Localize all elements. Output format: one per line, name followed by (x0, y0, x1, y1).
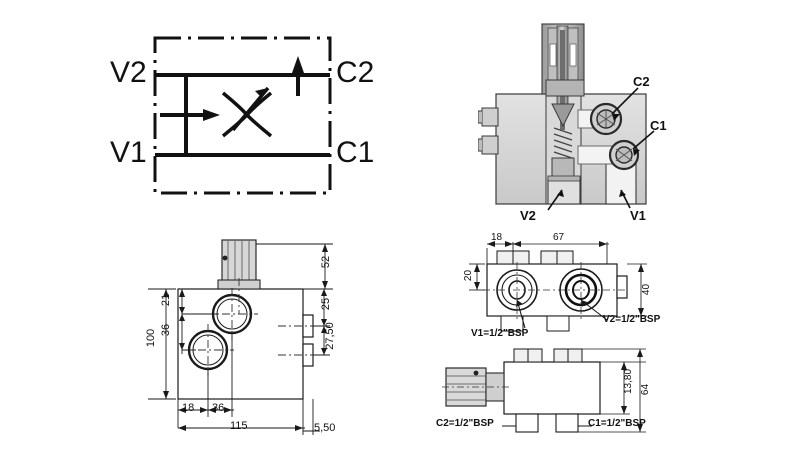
front-centrelines (182, 278, 314, 376)
side-fittings-top (513, 348, 583, 363)
top-centrelines (483, 262, 627, 320)
side-port-stubs (515, 413, 579, 433)
front-dim-21: 21 (160, 293, 173, 307)
front-dim-2750: 27,50 (323, 322, 336, 350)
front-dim-18: 18 (182, 402, 195, 414)
front-dim-115: 115 (230, 420, 248, 432)
side-dim-arrows (621, 349, 643, 432)
section-label-c1: C1 (650, 118, 667, 133)
top-dim-20: 20 (463, 269, 475, 282)
top-view: 18 67 20 40 V1=1/2"BSP V2=1/2"BSP (455, 228, 680, 346)
front-dim-550: 5,50 (314, 422, 336, 434)
front-dim-52: 52 (320, 255, 333, 269)
top-port-v2 (559, 268, 603, 312)
symbol-enclosure (153, 36, 332, 195)
adjust-arrow-head (255, 88, 268, 98)
top-fittings-lower (500, 315, 570, 332)
side-label-c1-bsp: C1=1/2"BSP (588, 418, 646, 429)
cross-section-view: C2 C1 V2 V1 (478, 18, 693, 233)
front-dim-100: 100 (145, 328, 158, 348)
symbol-label-v2: V2 (110, 56, 147, 89)
section-label-v1: V1 (630, 208, 646, 223)
top-dim-67: 67 (553, 232, 565, 243)
top-dim-40: 40 (641, 283, 653, 296)
top-dim-arrows (474, 241, 644, 316)
side-dim-1380: 13,80 (623, 368, 635, 395)
leader-arrowheads (557, 114, 640, 197)
top-label-v1-bsp: V1=1/2"BSP (471, 328, 529, 339)
symbol-label-c1: C1 (336, 136, 375, 169)
side-bosses (478, 107, 499, 155)
adjuster-stem (541, 23, 585, 181)
front-dim-36a: 36 (160, 323, 173, 337)
side-body-outline (503, 361, 601, 415)
front-dim-arrows (163, 244, 328, 431)
side-dim-64: 64 (640, 383, 652, 396)
side-label-c2-bsp: C2=1/2"BSP (436, 418, 494, 429)
check-arrow-head (292, 56, 304, 73)
front-dim-25: 25 (320, 297, 333, 311)
section-label-c2: C2 (633, 74, 650, 89)
port-v2-stub (547, 175, 581, 205)
section-label-v2: V2 (520, 208, 536, 223)
top-dim-18: 18 (491, 232, 503, 243)
port-c2-fitting (589, 102, 623, 136)
front-dim-36b: 36 (212, 402, 225, 414)
symbol-label-c2: C2 (336, 56, 375, 89)
side-dim-lines (578, 348, 646, 433)
flow-arrow-head (203, 109, 220, 121)
top-label-v2-bsp: V2=1/2"BSP (603, 314, 661, 325)
front-view: 100 21 36 18 36 115 5,50 52 25 27,50 (118, 232, 368, 444)
port-c1-fitting (608, 139, 640, 171)
side-view: 13,80 64 C2=1/2"BSP C1=1/2"BSP (430, 340, 680, 448)
hydraulic-symbol-view: V2 V1 C2 C1 (110, 18, 400, 213)
top-side-pad (616, 275, 628, 299)
top-fittings-upper (496, 250, 574, 265)
symbol-label-v1: V1 (110, 136, 147, 169)
